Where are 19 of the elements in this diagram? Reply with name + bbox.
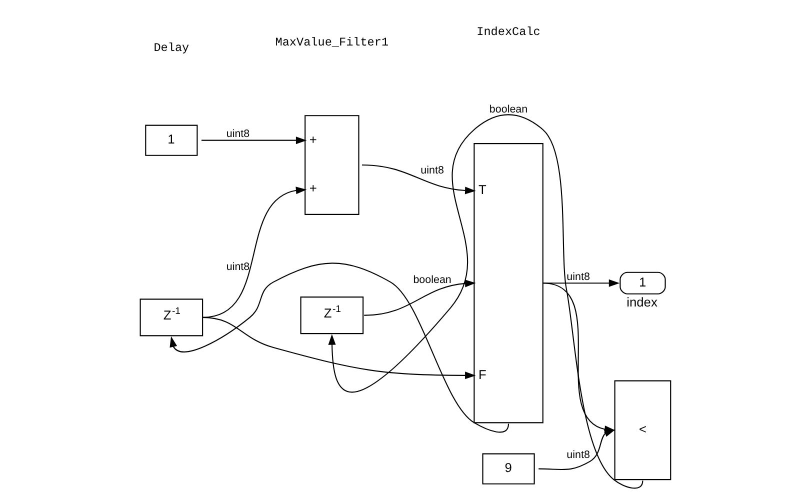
edge-label: uint8 (420, 164, 444, 177)
edge-label: boolean (489, 103, 528, 116)
label: IndexCalc (476, 24, 540, 39)
edge-label: uint8 (226, 261, 250, 274)
edge-label: boolean (413, 274, 452, 286)
arrow (202, 316, 476, 380)
arrow (364, 280, 476, 316)
arrow (201, 136, 307, 144)
arrow (542, 279, 620, 287)
arrow (362, 164, 476, 194)
edge-label: uint8 (566, 270, 590, 283)
arrow (538, 430, 616, 470)
arrow (328, 114, 644, 488)
edge-label: uint8 (566, 449, 590, 462)
arrow (170, 262, 510, 433)
node-label: index (626, 294, 658, 310)
label: Delay (154, 41, 190, 56)
label: MaxValue_Filter1 (275, 36, 389, 50)
edge-label: uint8 (226, 128, 250, 140)
